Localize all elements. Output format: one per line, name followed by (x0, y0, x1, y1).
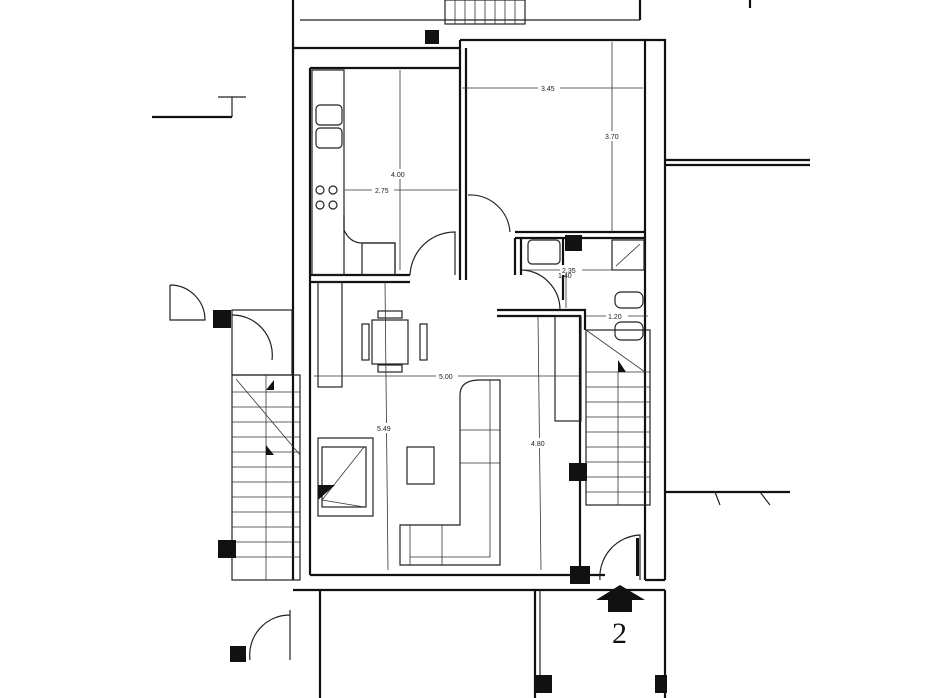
kitchen-door (409, 231, 456, 276)
context-lines (152, 0, 810, 506)
dim-bedroom-depth: 3.70 (605, 134, 619, 141)
dim-living-depth: 5.49 (377, 426, 391, 433)
bedroom-door (467, 194, 511, 233)
entry-door (570, 534, 641, 584)
right-stair (554, 315, 651, 506)
kitchen (311, 69, 456, 276)
sofa (399, 379, 501, 566)
dim-bedroom-width: 3.45 (541, 86, 555, 93)
dim-kitchen-width: 2.75 (375, 188, 389, 195)
bathroom (521, 235, 645, 341)
unit-number: 2 (612, 617, 627, 650)
dimension-labels: 3.45 3.70 4.00 2.75 2.35 1.40 1.20 5.00 … (372, 83, 628, 448)
dim-hall-depth: 4.80 (531, 441, 545, 448)
dim-kitchen-depth: 4.00 (391, 172, 405, 179)
left-stair (169, 284, 301, 581)
unit-walls (291, 38, 667, 592)
lower-rooms (230, 590, 667, 698)
fireplace (317, 437, 374, 517)
stove-icon (315, 185, 338, 210)
dim-bath-width-b: 2.35 (562, 268, 576, 275)
dim-living-width: 5.00 (439, 374, 453, 381)
bidet-icon (614, 291, 644, 309)
toilet-icon (614, 321, 644, 341)
dimension-lines (314, 42, 648, 571)
dim-bath-width-a: 1.40 (558, 273, 572, 280)
washbasin-icon (527, 239, 561, 265)
coffee-table (406, 446, 435, 485)
entry-arrow-icon (596, 585, 645, 612)
dim-bath-depth: 1.20 (608, 314, 622, 321)
dining-table (361, 310, 428, 373)
sink-icon (315, 104, 343, 126)
top-stair (425, 0, 526, 44)
